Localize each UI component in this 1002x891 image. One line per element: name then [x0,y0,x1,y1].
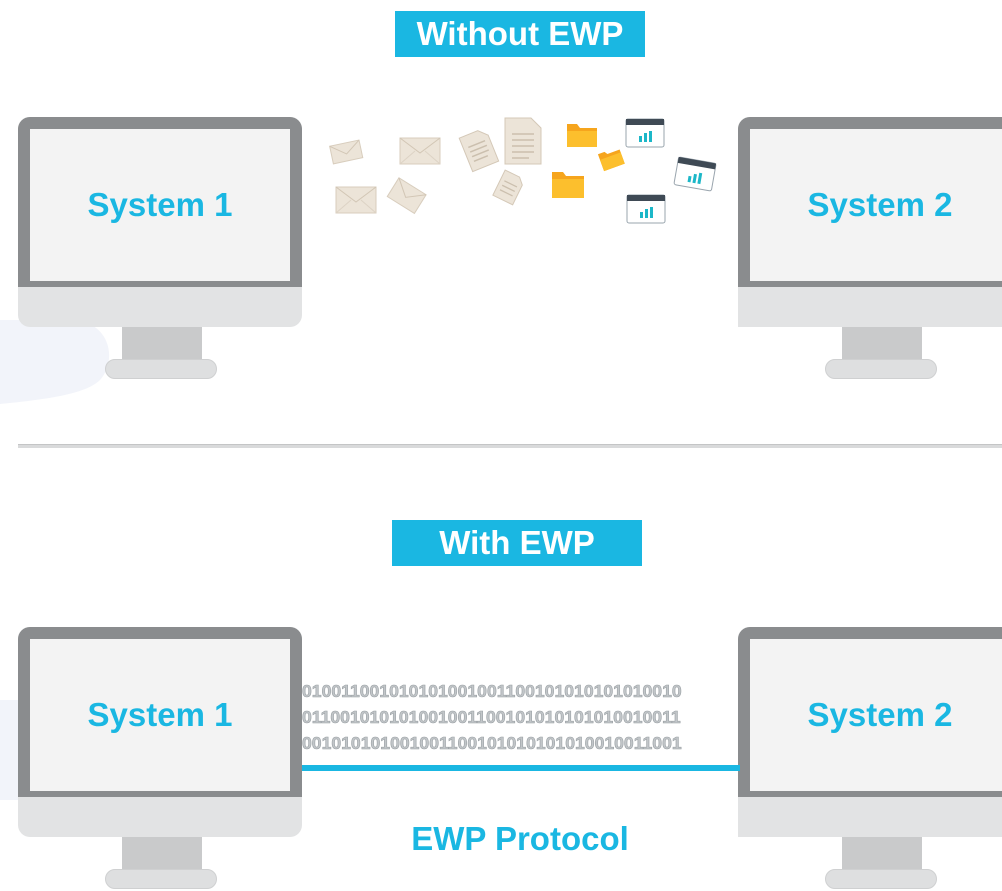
monitor-screen: System 1 [30,639,290,791]
document-icon [504,117,542,165]
chart-window-icon [673,156,717,192]
monitor-screen: System 1 [30,129,290,281]
system-1-label: System 1 [87,696,233,733]
protocol-label: EWP Protocol [411,820,629,857]
with-ewp-title: With EWP [392,520,642,566]
chart-window-icon [625,118,665,148]
monitor-base [825,359,937,379]
monitor-screen: System 2 [750,129,1002,281]
system-2-label: System 2 [807,186,953,223]
monitor-system-1-top: System 1 [18,117,302,379]
folder-icon [597,149,625,172]
envelope-icon [329,139,364,165]
without-ewp-title: Without EWP [395,11,645,57]
binary-stream-line-2: 011001010101001001100101010101010010011 [302,707,681,728]
section-divider [18,444,1002,448]
envelope-icon [399,137,441,165]
monitor-system-2-bottom: System 2 [738,627,1002,889]
monitor-base [105,359,217,379]
monitor-system-1-bottom: System 1 [18,627,302,889]
monitor-base [105,869,217,889]
folder-icon [552,172,584,198]
system-2-label: System 2 [807,696,953,733]
monitor-neck [122,327,202,365]
folder-icon [567,124,597,147]
binary-stream-line-3: 001010101001001100101010101010010011001 [302,733,682,754]
monitor-neck [122,837,202,875]
monitor-system-2-top: System 2 [738,117,1002,379]
envelope-icon [386,177,427,215]
binary-stream-line-1: 010011001010101001001100101010101010010 [302,681,682,702]
document-icon [458,130,500,173]
chart-window-icon [626,194,666,224]
monitor-base [825,869,937,889]
monitor-neck [842,327,922,365]
background-shape-top [0,320,110,404]
monitor-screen: System 2 [750,639,1002,791]
protocol-connection-line [302,765,740,771]
monitor-neck [842,837,922,875]
envelope-icon [335,186,377,214]
system-1-label: System 1 [87,186,233,223]
document-icon [492,169,523,206]
